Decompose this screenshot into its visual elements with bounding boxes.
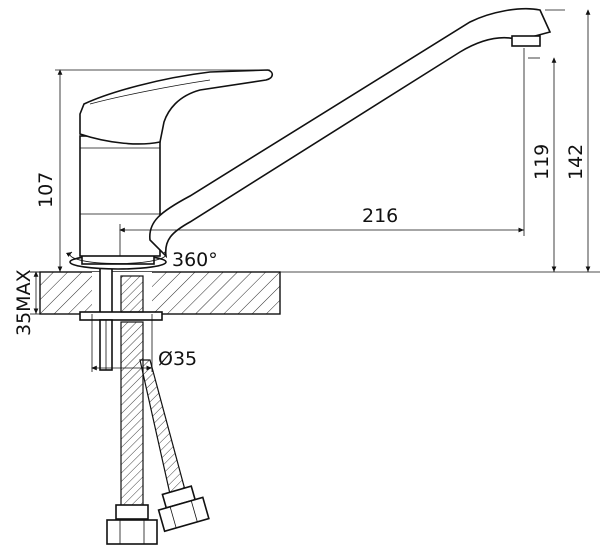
rotation-label: 360°: [172, 249, 218, 271]
dimension-216: 216: [119, 205, 524, 256]
dimension-119-label: 119: [531, 144, 553, 180]
countertop-section: [30, 271, 600, 315]
dimension-216-label: 216: [362, 205, 398, 227]
extension-lines: [55, 9, 565, 372]
rotation-indicator: 360°: [65, 249, 218, 271]
faucet-handle: [79, 69, 274, 145]
dimension-35max: 35MAX: [13, 269, 40, 336]
dimension-107-label: 107: [35, 172, 57, 208]
dimension-diameter-label: Ø35: [158, 348, 197, 370]
braided-hose-right: [139, 359, 210, 533]
dimension-diameter-35: Ø35: [91, 348, 197, 371]
dimension-142: 142: [565, 9, 591, 272]
dimension-119: 119: [531, 57, 557, 272]
faucet-spout: [149, 7, 552, 259]
dimension-142-label: 142: [565, 144, 587, 180]
dimension-107: 107: [35, 69, 63, 272]
mounting-shank: [79, 267, 163, 371]
dimension-35max-label: 35MAX: [13, 269, 35, 336]
